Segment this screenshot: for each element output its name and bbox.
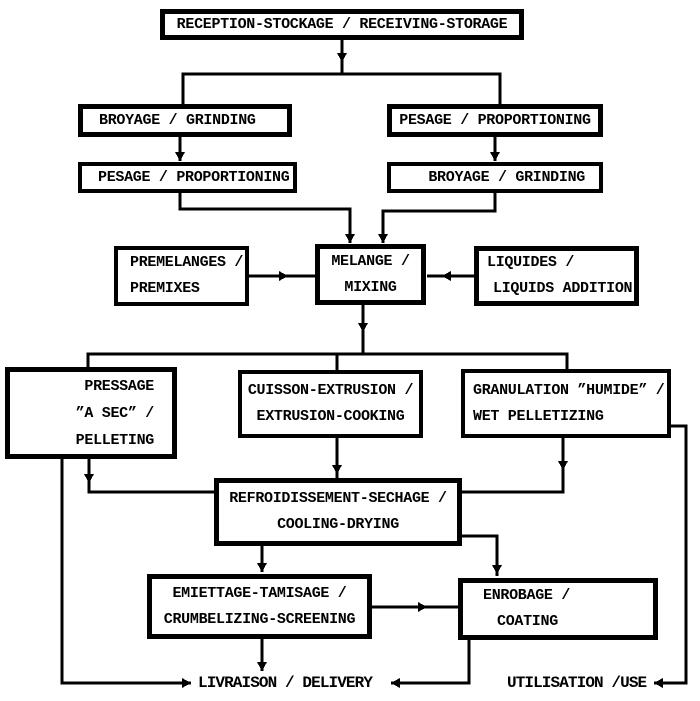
node-broyage-grinding-left: BROYAGE / GRINDING <box>78 104 292 137</box>
connector-mixing-to-split <box>86 305 569 370</box>
node-label-line1: PREMELANGES / <box>130 254 244 271</box>
node-label-line2: PREMIXES <box>130 280 200 297</box>
connector-propleft-to-mixing <box>178 191 355 243</box>
connector-wetpelletizing-to-cooling <box>462 438 568 494</box>
node-cuisson-extrusion-cooking: CUISSON-EXTRUSION / EXTRUSION-COOKING <box>238 370 423 438</box>
node-label-line1: PRESSAGE <box>84 377 154 395</box>
arrow-down-icon <box>378 234 388 243</box>
arrow-down-icon <box>345 234 355 243</box>
node-enrobage-coating: ENROBAGE / COATING <box>458 578 658 640</box>
node-label: BROYAGE / GRINDING <box>428 168 585 186</box>
node-pesage-proportioning-left: PESAGE / PROPORTIONING <box>78 162 297 193</box>
connector-wetpelletizing-to-use <box>654 424 688 688</box>
node-granulation-wet-pelletizing: GRANULATION ”HUMIDE” / WET PELLETIZING <box>461 369 671 438</box>
arrow-right-icon <box>182 678 191 688</box>
label-livraison-delivery: LIVRAISON / DELIVERY <box>198 674 373 692</box>
connector-propright-to-grindright <box>490 135 500 161</box>
arrow-down-icon <box>257 662 267 671</box>
node-label-line2: EXTRUSION-COOKING <box>256 408 405 425</box>
node-label-line2: LIQUIDS ADDITION <box>493 280 633 297</box>
node-broyage-grinding-right: BROYAGE / GRINDING <box>387 162 603 193</box>
node-liquides-liquids-addition: LIQUIDES / LIQUIDS ADDITION <box>474 246 639 306</box>
node-label-line2: MIXING <box>344 278 397 296</box>
node-label-line1: CUISSON-EXTRUSION / <box>247 382 414 399</box>
connector-cooling-to-coating <box>462 534 502 576</box>
node-label: BROYAGE / GRINDING <box>99 111 256 129</box>
node-label: PESAGE / PROPORTIONING <box>98 168 290 186</box>
arrow-down-icon <box>257 563 267 572</box>
arrow-down-icon <box>175 152 185 161</box>
node-emiettage-crumbelizing-screening: EMIETTAGE-TAMISAGE / CRUMBELIZING-SCREEN… <box>147 574 372 639</box>
arrow-down-icon <box>337 53 347 62</box>
connector-premixes-to-mixing <box>248 271 315 281</box>
node-label: PESAGE / PROPORTIONING <box>399 111 591 129</box>
connector-pelleting-to-cooling <box>84 459 214 494</box>
arrow-down-icon <box>84 474 94 483</box>
node-melange-mixing: MELANGE / MIXING <box>315 244 426 305</box>
node-label-line2: COATING <box>497 613 558 630</box>
connector-liquids-to-mixing <box>427 271 475 281</box>
arrow-left-icon <box>654 678 663 688</box>
node-label-line1: ENROBAGE / <box>483 587 571 604</box>
arrow-down-icon <box>332 465 342 474</box>
connector-extrusion-to-cooling <box>332 438 342 478</box>
node-label-line2: WET PELLETIZING <box>473 407 604 425</box>
node-premelanges-premixes: PREMELANGES / PREMIXES <box>114 246 249 306</box>
node-label-line1: EMIETTAGE-TAMISAGE / <box>172 584 347 602</box>
node-label-line1: GRANULATION ”HUMIDE” / <box>473 381 665 399</box>
connector-pelleting-to-delivery <box>60 459 191 688</box>
connector-crumbelizing-to-delivery <box>257 639 267 671</box>
connector-grindright-to-mixing <box>378 191 497 243</box>
node-refroidissement-cooling-drying: REFROIDISSEMENT-SECHAGE / COOLING-DRYING <box>214 478 462 546</box>
node-pesage-proportioning-right: PESAGE / PROPORTIONING <box>387 104 603 137</box>
node-label-line3: PELLETING <box>75 431 155 449</box>
node-pressage-pelleting: PRESSAGE ”A SEC” / PELLETING <box>5 367 177 459</box>
connector-coating-to-delivery <box>391 640 471 688</box>
connector-grindleft-to-propleft <box>175 135 185 161</box>
arrow-down-icon <box>558 461 568 470</box>
label-utilisation-use: UTILISATION /USE <box>507 674 647 692</box>
arrow-down-icon <box>490 152 500 161</box>
node-reception-stockage: RECEPTION-STOCKAGE / RECEIVING-STORAGE <box>160 9 524 40</box>
arrow-right-icon <box>279 271 288 281</box>
connector-cooling-to-crumbelizing <box>257 546 267 572</box>
arrow-right-icon <box>418 602 427 612</box>
node-label-line2: ”A SEC” / <box>75 404 155 422</box>
node-label: RECEPTION-STOCKAGE / RECEIVING-STORAGE <box>176 15 508 33</box>
node-label-line1: REFROIDISSEMENT-SECHAGE / <box>229 490 447 507</box>
connector-reception-to-split <box>181 38 502 104</box>
node-label-line2: COOLING-DRYING <box>277 516 399 533</box>
arrow-down-icon <box>358 323 368 332</box>
node-label-line1: MELANGE / <box>331 252 410 270</box>
connector-crumbelizing-to-coating <box>372 602 458 612</box>
node-label-line2: CRUMBELIZING-SCREENING <box>163 610 356 628</box>
arrow-left-icon <box>442 271 451 281</box>
arrow-left-icon <box>391 678 400 688</box>
arrow-down-icon <box>492 565 502 574</box>
node-label-line1: LIQUIDES / <box>487 254 575 271</box>
